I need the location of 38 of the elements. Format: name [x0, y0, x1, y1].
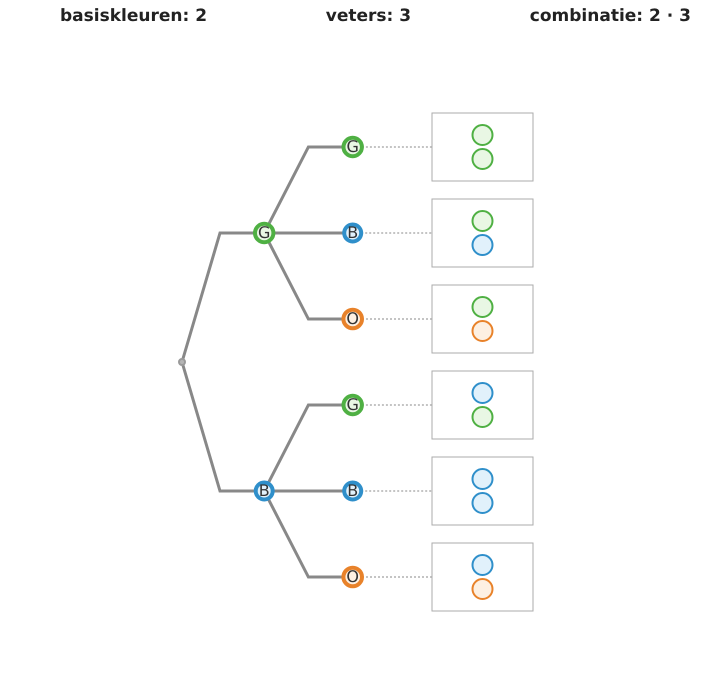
node-circle	[178, 358, 186, 366]
node-circle	[471, 210, 493, 232]
connector	[180, 364, 256, 492]
cluster	[431, 198, 533, 268]
node-circle	[471, 234, 493, 256]
node-circle	[471, 320, 493, 342]
cluster	[431, 456, 533, 526]
column-heading: veters: 3	[326, 6, 412, 28]
connector	[266, 146, 343, 226]
node-circle	[471, 124, 493, 146]
node-circle: B	[342, 222, 363, 244]
cluster	[431, 542, 533, 612]
node-circle: B	[342, 480, 363, 502]
column-heading: combinatie: 2 · 3	[530, 6, 691, 28]
node-circle: G	[341, 136, 364, 158]
node-circle	[471, 382, 493, 404]
connector	[272, 490, 344, 492]
connector	[266, 404, 343, 484]
cluster	[431, 284, 533, 354]
node-circle: G	[252, 222, 275, 244]
node-circle: B	[253, 480, 274, 502]
cluster	[431, 370, 533, 440]
node-circle	[471, 296, 493, 318]
connector	[266, 498, 343, 578]
cluster	[431, 112, 533, 182]
node-circle: G	[341, 394, 364, 416]
connector	[266, 240, 343, 320]
node-circle	[471, 406, 493, 428]
node-circle: O	[340, 308, 364, 330]
node-circle	[471, 578, 493, 600]
node-circle	[471, 148, 493, 170]
connector	[180, 232, 254, 360]
node-circle	[471, 492, 493, 514]
node-circle	[471, 468, 493, 490]
node-circle	[471, 554, 493, 576]
connector	[272, 232, 344, 234]
column-heading: basiskleuren: 2	[60, 6, 208, 28]
node-circle: O	[340, 566, 364, 588]
